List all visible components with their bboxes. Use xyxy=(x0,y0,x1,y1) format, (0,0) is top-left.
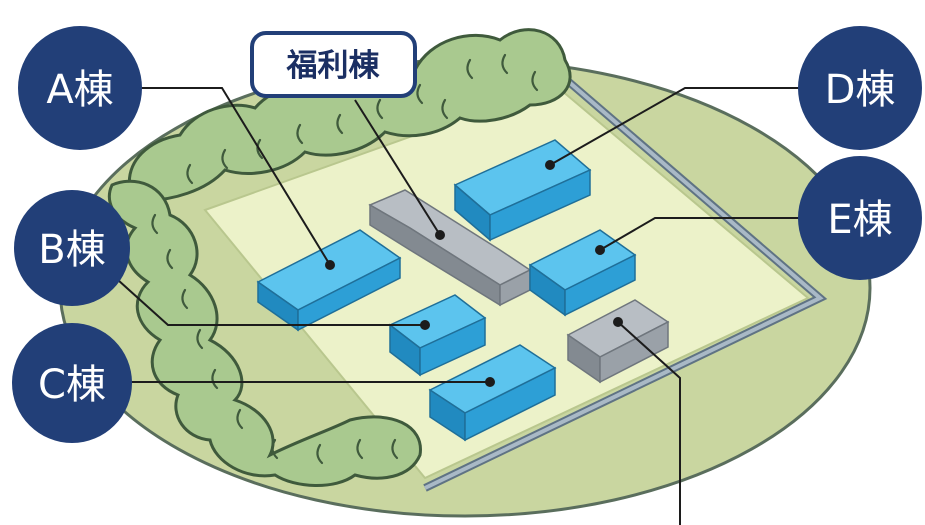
label-c: C棟 xyxy=(12,323,132,443)
leader-gray xyxy=(617,321,681,525)
label-d-text: D棟 xyxy=(825,67,896,113)
leader-welfare xyxy=(354,99,441,236)
tree-belt xyxy=(107,28,572,487)
label-welfare: 福利棟 xyxy=(250,31,417,98)
label-a: A棟 xyxy=(18,26,142,150)
label-e-text: E棟 xyxy=(827,197,892,243)
label-b-text: B棟 xyxy=(38,227,105,273)
label-welfare-text: 福利棟 xyxy=(286,48,381,84)
label-d: D棟 xyxy=(798,26,922,150)
building-b xyxy=(388,294,487,377)
label-c-text: C棟 xyxy=(38,362,106,408)
building-d xyxy=(453,139,592,242)
campus-fence-inner xyxy=(424,68,824,490)
label-e: E棟 xyxy=(798,156,922,280)
leader-e xyxy=(599,217,800,251)
building-welfare xyxy=(368,189,532,307)
label-a-text: A棟 xyxy=(46,67,113,113)
leader-dots xyxy=(325,160,623,387)
leader-d xyxy=(549,87,803,166)
building-a xyxy=(256,229,402,332)
leader-b xyxy=(117,279,425,326)
leader-lines xyxy=(117,87,803,525)
label-b: B棟 xyxy=(14,190,130,306)
leader-a xyxy=(140,87,331,266)
building-gray-small xyxy=(566,299,670,384)
